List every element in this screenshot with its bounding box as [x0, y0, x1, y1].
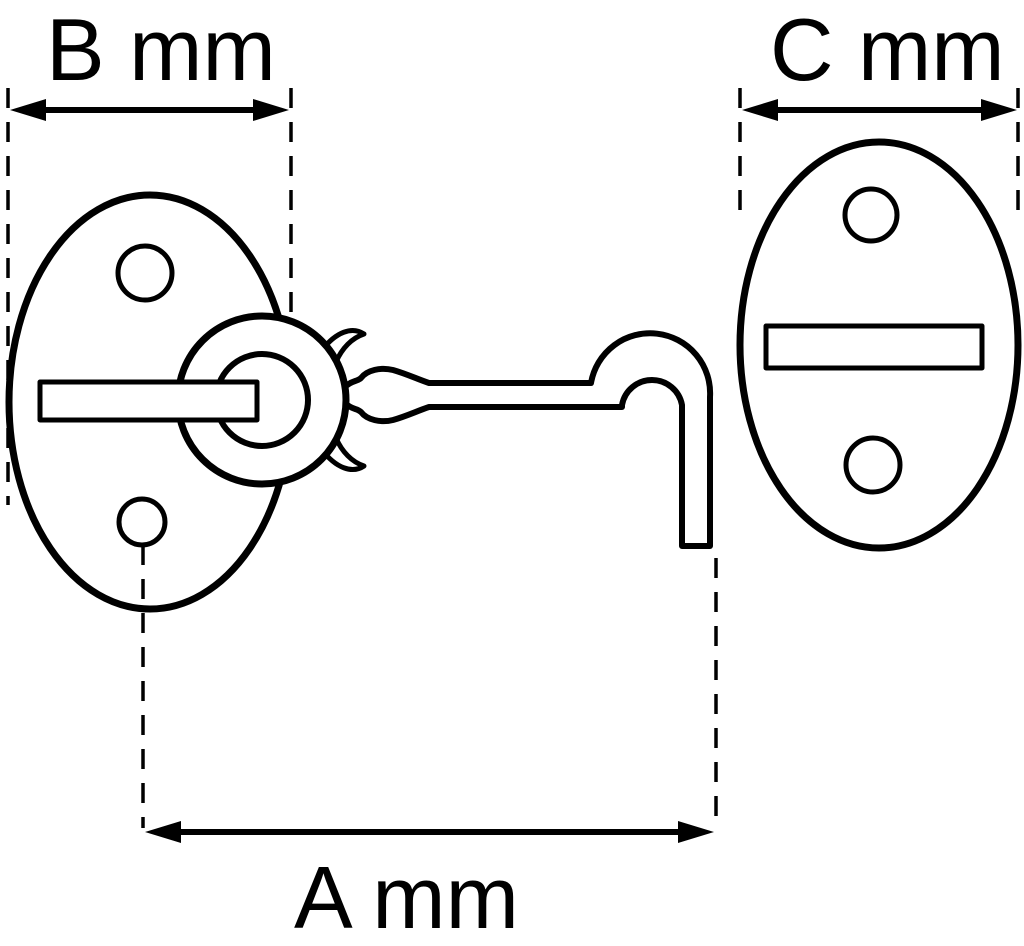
dimension-c-arrowhead-left-icon — [742, 99, 778, 121]
dimension-b-arrowhead-right-icon — [253, 99, 289, 121]
dimension-b-label: B mm — [46, 0, 276, 99]
dimension-a: A mm — [141, 545, 718, 946]
dimension-a-arrowhead-right-icon — [678, 821, 714, 843]
left-plate-screw-hole-top-icon — [115, 243, 175, 303]
pivot-bar — [37, 379, 260, 423]
right-plate-slot — [763, 323, 985, 371]
dimension-b-arrowhead-left-icon — [10, 99, 46, 121]
dimension-c: C mm — [738, 0, 1020, 218]
dimension-a-label: A mm — [294, 848, 519, 946]
dimension-b: B mm — [6, 0, 293, 505]
right-mounting-plate — [736, 138, 1022, 552]
dimension-c-label: C mm — [770, 0, 1005, 99]
dimension-c-arrowhead-right-icon — [981, 99, 1017, 121]
dimension-a-arrowhead-left-icon — [145, 821, 181, 843]
hook-shaft-and-hook — [342, 330, 714, 549]
left-plate-screw-hole-bottom-icon — [116, 496, 168, 548]
right-plate-screw-hole-top-icon — [842, 186, 900, 244]
hook-assembly — [37, 312, 714, 549]
right-plate-screw-hole-bottom-icon — [843, 435, 903, 495]
